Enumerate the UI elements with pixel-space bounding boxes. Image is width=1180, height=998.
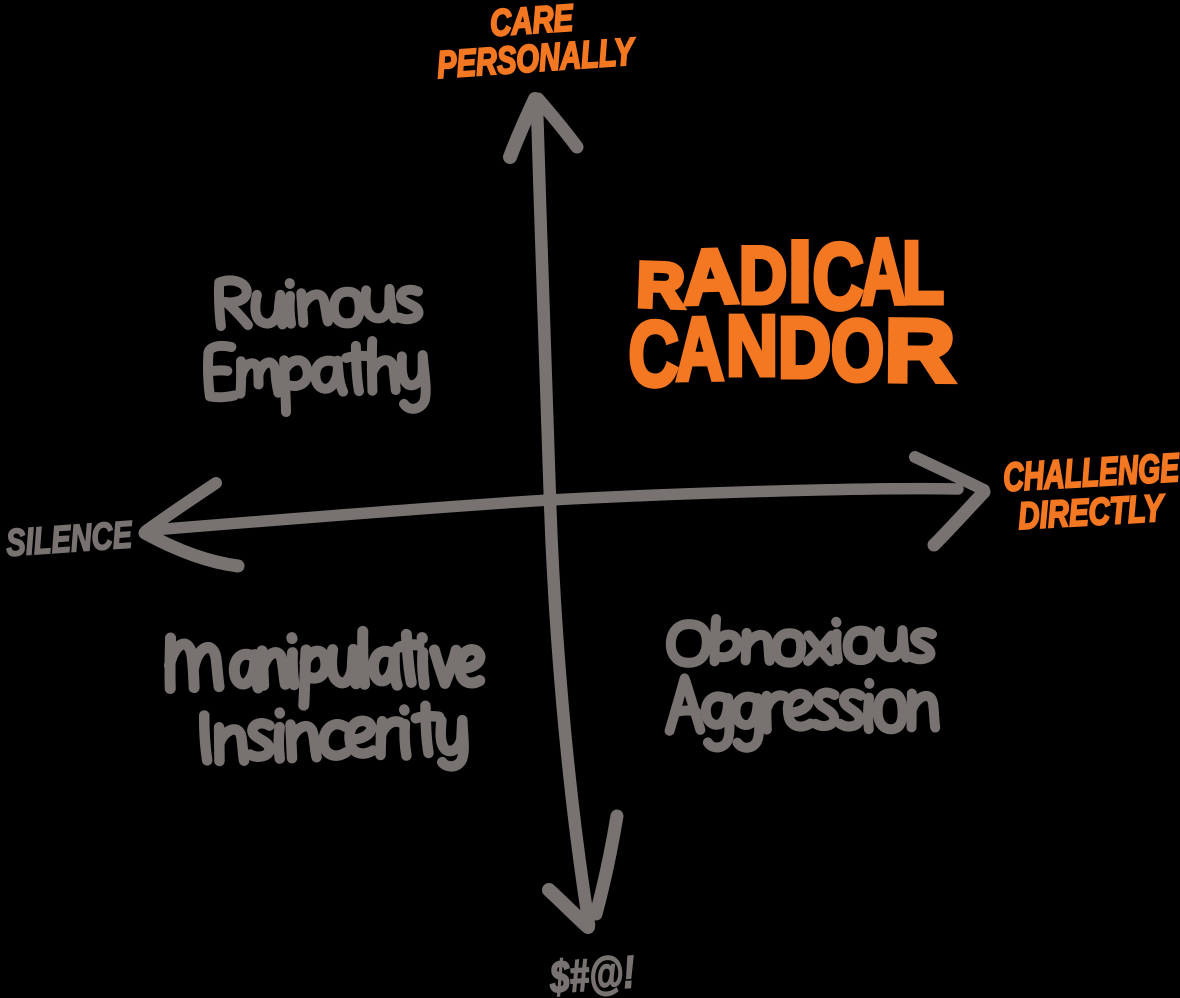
svg-text:$#@!: $#@! (547, 946, 636, 998)
svg-text:A: A (675, 298, 725, 399)
svg-text:R: R (636, 250, 686, 322)
svg-text:D: D (778, 301, 831, 396)
svg-text:R: R (884, 300, 956, 401)
svg-text:I: I (788, 224, 812, 320)
svg-text:D: D (739, 231, 787, 321)
svg-text:CARE: CARE (489, 0, 575, 44)
svg-text:O: O (831, 303, 884, 399)
svg-text:SILENCE: SILENCE (5, 514, 135, 565)
svg-text:N: N (726, 299, 778, 394)
svg-text:C: C (628, 303, 680, 406)
svg-text:PERSONALLY: PERSONALLY (436, 30, 638, 87)
svg-text:A: A (860, 219, 907, 324)
svg-text:C: C (812, 224, 865, 329)
svg-text:L: L (902, 224, 944, 322)
svg-text:A: A (682, 233, 740, 321)
svg-text:DIRECTLY: DIRECTLY (1017, 488, 1167, 538)
